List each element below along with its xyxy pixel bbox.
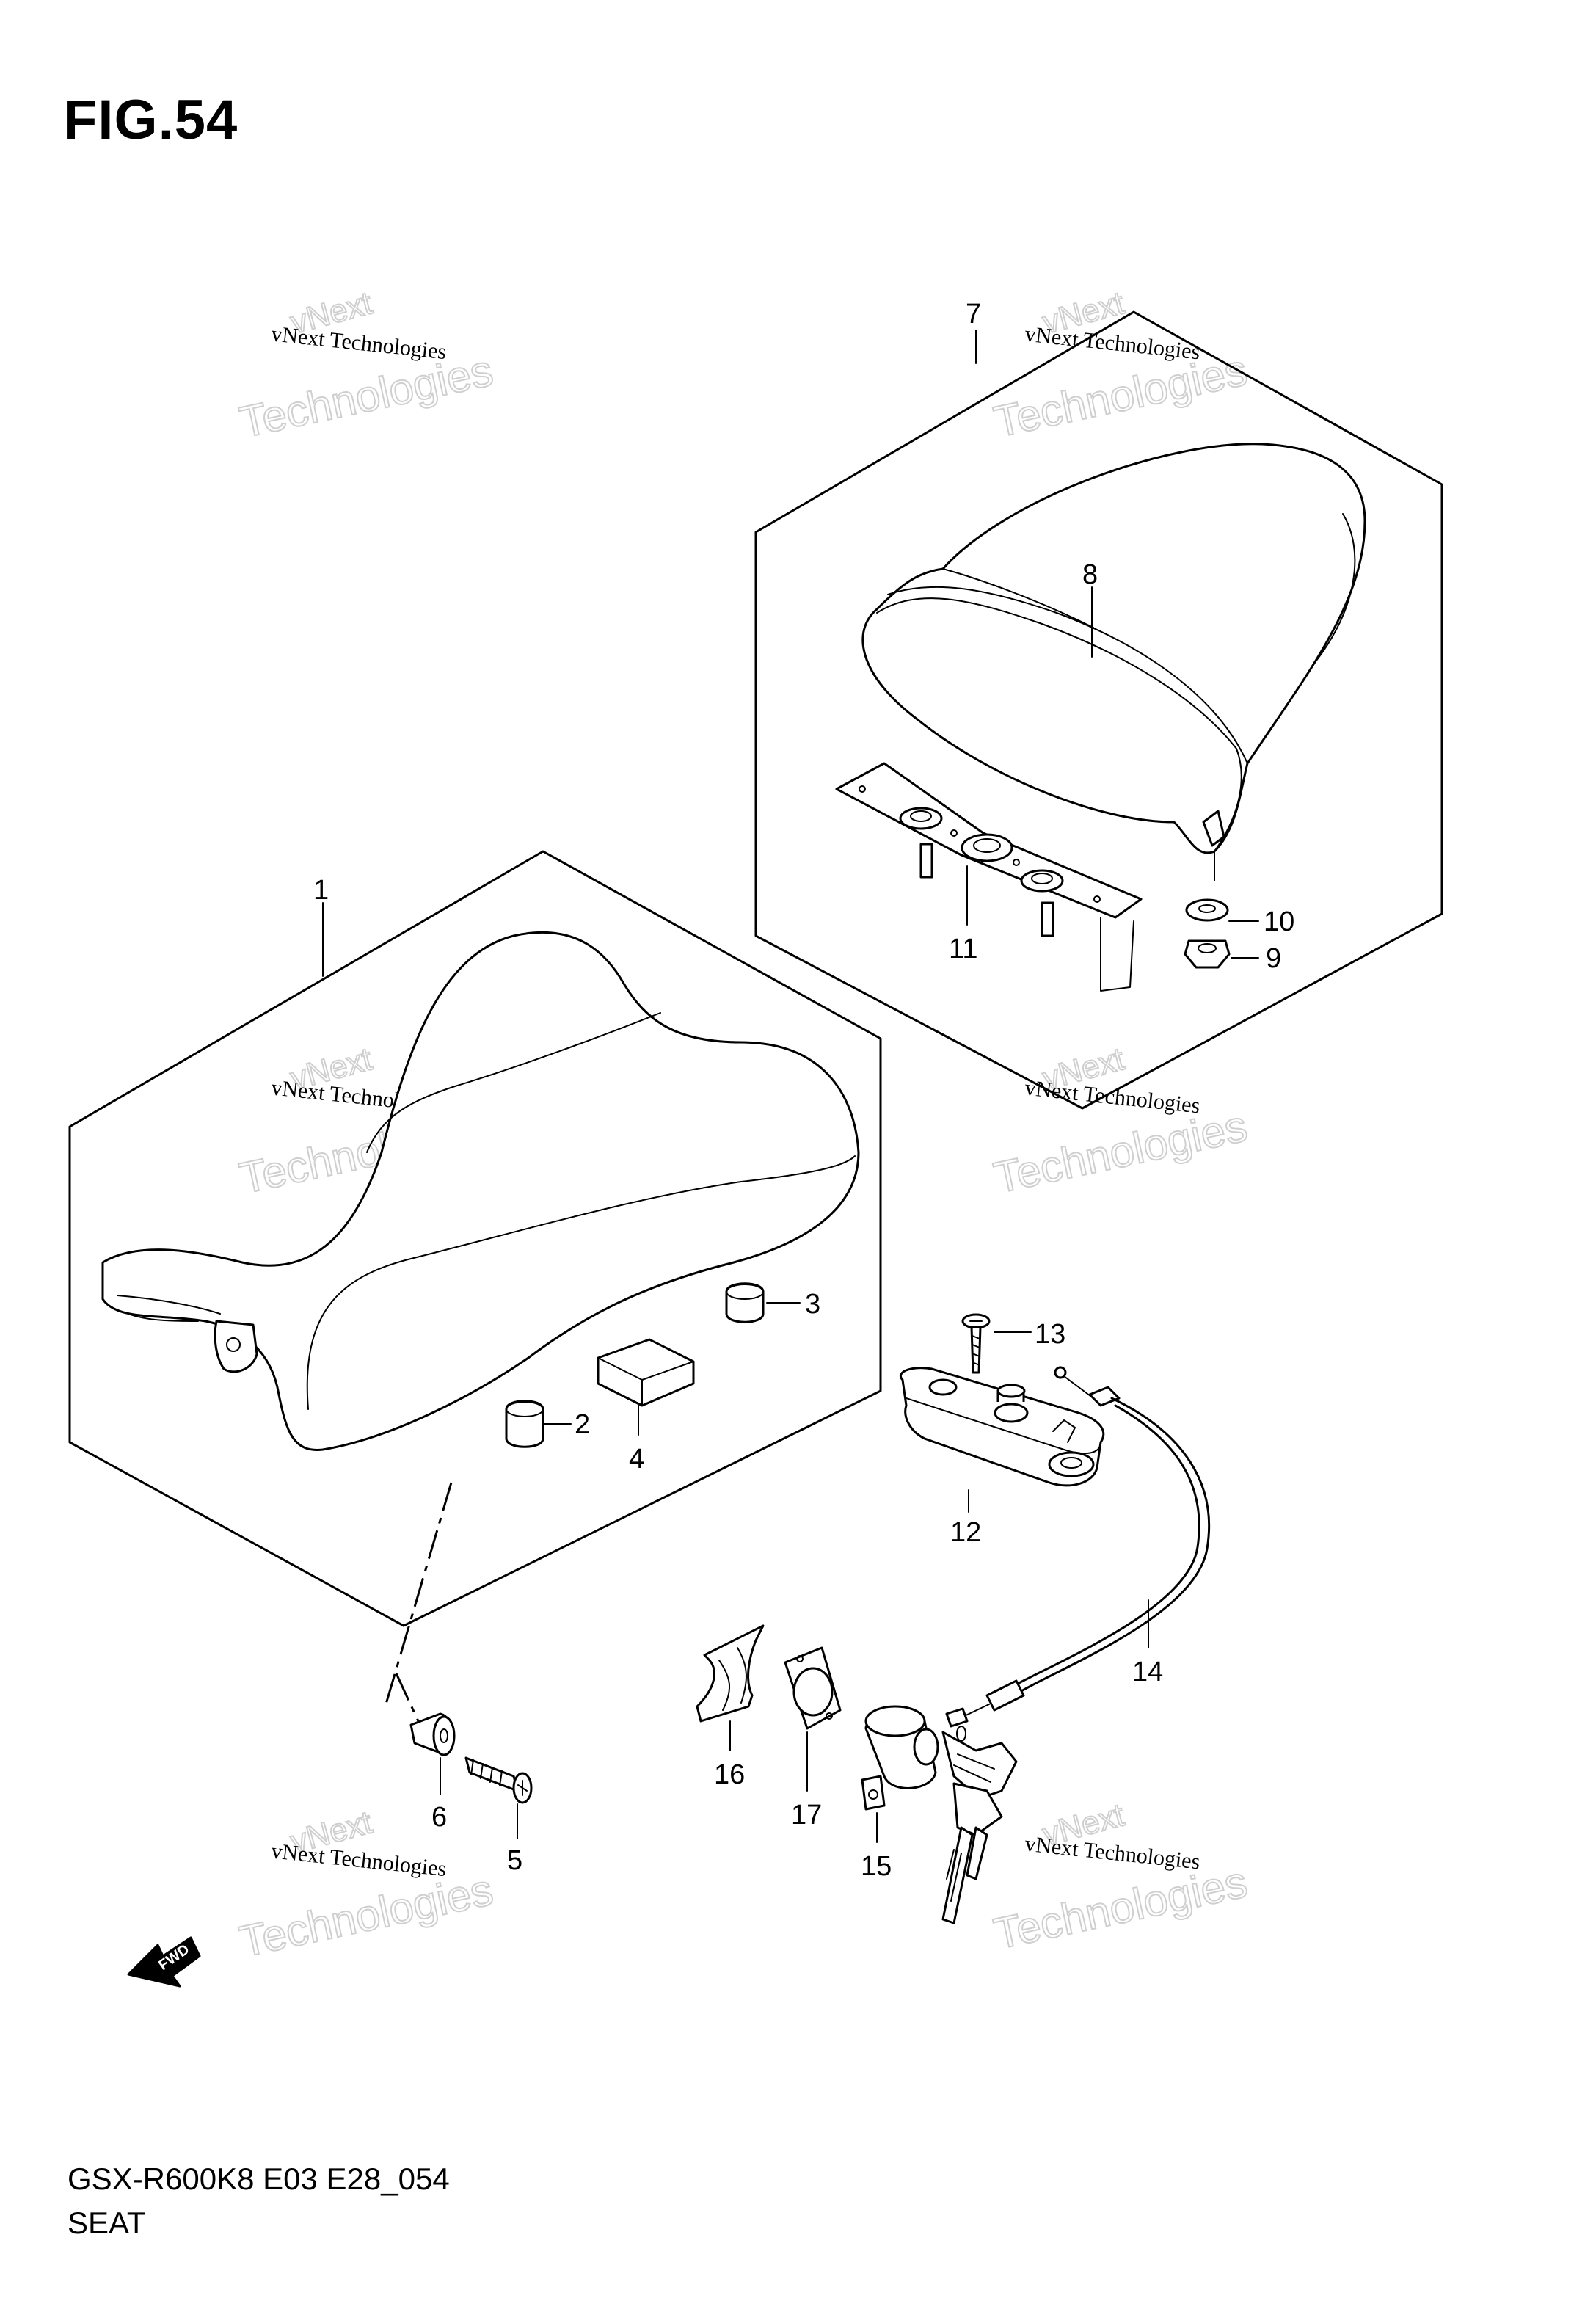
cushion-part-2 [505, 1400, 544, 1448]
callout-13: 13 [1035, 1319, 1065, 1350]
watermark-text: vNext Technologies [270, 321, 448, 364]
watermark-technologies: Technologies [236, 346, 498, 447]
diagram-code: GSX-R600K8 E03 E28_054 [68, 2162, 450, 2196]
callout-16: 16 [714, 1759, 745, 1790]
watermark-technologies: Technologies [990, 345, 1252, 446]
collar-part-6 [409, 1712, 456, 1756]
bracket-part-11 [835, 762, 1143, 992]
watermark-text: vNext Technologies [1024, 1076, 1201, 1119]
callout-6: 6 [431, 1802, 447, 1833]
washer-part-10 [1185, 898, 1229, 922]
watermark: vNext vNext Technologies Technologies [989, 1040, 1253, 1203]
watermark-text: vNext Technologies [1024, 1832, 1201, 1875]
screw-part-13 [961, 1313, 991, 1374]
callout-1: 1 [313, 875, 329, 906]
key-lock-part-15 [861, 1705, 1018, 1924]
callout-9: 9 [1266, 943, 1281, 974]
watermark: vNext vNext Technologies Technologies [235, 284, 498, 448]
rear-seat-body [861, 443, 1366, 854]
callout-10: 10 [1264, 906, 1294, 937]
callout-14: 14 [1132, 1657, 1163, 1687]
diagram-name: SEAT [68, 2206, 146, 2240]
forward-direction-arrow: FWD [127, 1936, 201, 1988]
cable-part-14 [945, 1366, 1211, 1742]
assembly-centerline [395, 1673, 420, 1722]
callout-7: 7 [966, 299, 981, 330]
watermark: vNext vNext Technologies Technologies [989, 1796, 1253, 1959]
callout-labels: 1 2 3 4 5 6 7 8 9 10 11 12 13 14 15 16 1… [313, 299, 1294, 1882]
clip-part-16 [696, 1624, 765, 1723]
watermark-text: vNext Technologies [1024, 322, 1201, 365]
nut-part-9 [1184, 939, 1231, 969]
callout-15: 15 [861, 1851, 892, 1882]
callout-4: 4 [629, 1444, 644, 1475]
callout-8: 8 [1082, 559, 1098, 590]
rear-seat-assembly-outline [754, 310, 1443, 1110]
watermark: vNext vNext Technologies Technologies [989, 284, 1253, 447]
watermark: vNext vNext Technologies Technologies [235, 1803, 498, 1967]
bolt-part-5 [464, 1756, 533, 1804]
callout-17: 17 [791, 1800, 822, 1831]
watermark-technologies: Technologies [990, 1857, 1252, 1958]
pad-part-4 [597, 1338, 695, 1407]
watermark-technologies: Technologies [236, 1865, 498, 1966]
front-seat-assembly-outline [68, 850, 882, 1627]
latch-part-12 [900, 1367, 1105, 1487]
callout-12: 12 [950, 1517, 981, 1548]
callout-11: 11 [949, 934, 977, 964]
front-seat-body [101, 931, 860, 1452]
cushion-part-3 [725, 1282, 765, 1323]
assembly-centerline [384, 1482, 453, 1707]
watermark-text: vNext Technologies [270, 1839, 448, 1881]
callout-5: 5 [507, 1845, 522, 1876]
plate-part-17 [784, 1646, 842, 1730]
callout-3: 3 [805, 1289, 820, 1320]
callout-2: 2 [575, 1409, 590, 1440]
watermark-technologies: Technologies [990, 1101, 1252, 1202]
figure-title: FIG.54 [63, 89, 238, 151]
